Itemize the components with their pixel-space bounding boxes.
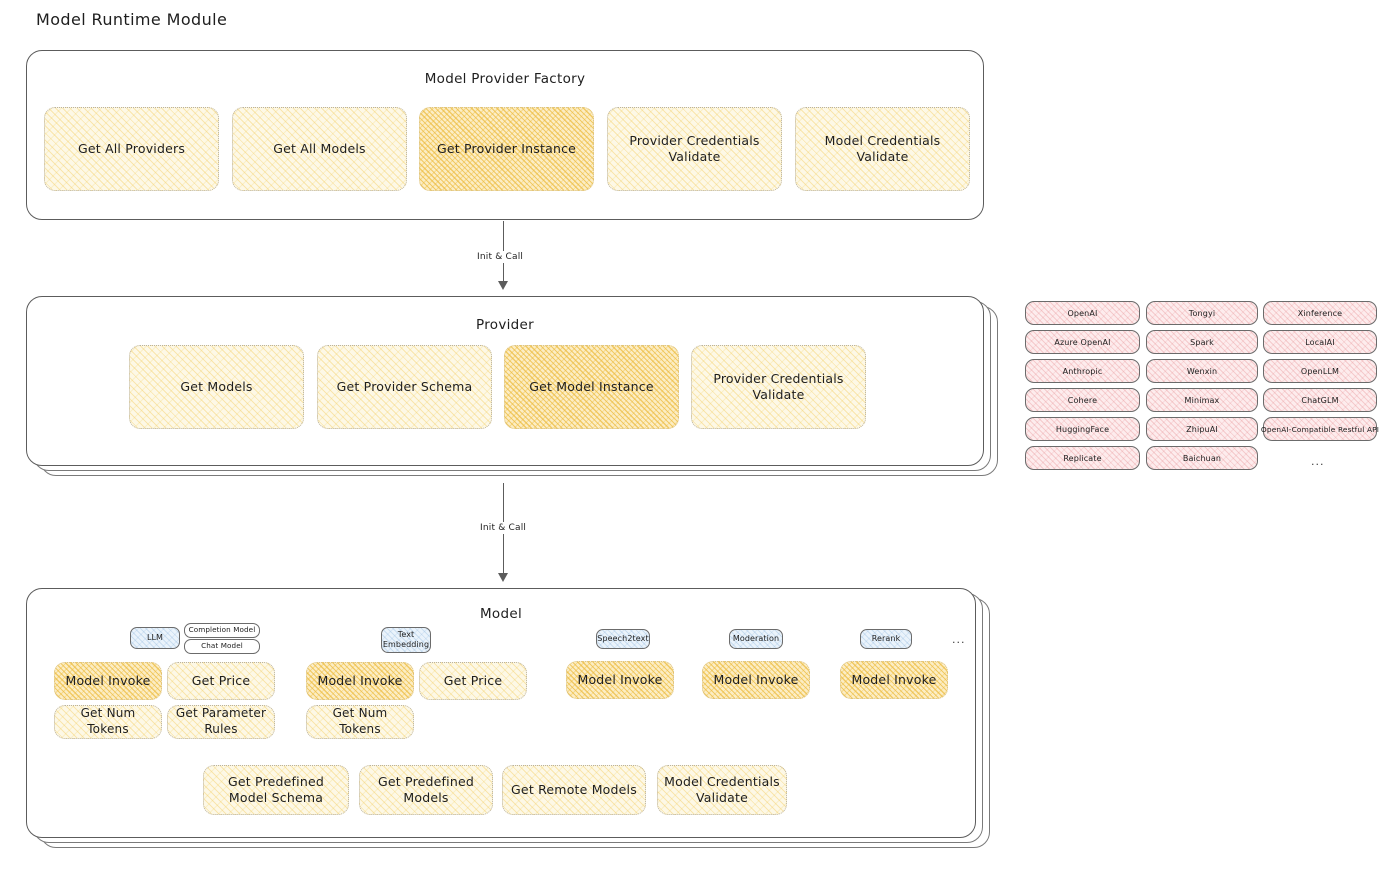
model-type-badge-speech2text[interactable]: Speech2text: [596, 629, 650, 649]
provider-pill-azure-openai[interactable]: Azure OpenAI: [1025, 330, 1140, 354]
arrow-factory-to-provider-head: [498, 281, 508, 290]
moderation-method-model-invoke[interactable]: Model Invoke: [702, 661, 810, 699]
provider-list-more-ellipsis: ...: [1311, 455, 1325, 468]
text-embedding-method-get-num-tokens[interactable]: Get Num Tokens: [306, 705, 414, 739]
speech2text-method-model-invoke[interactable]: Model Invoke: [566, 661, 674, 699]
provider-method-provider-credentials-validate[interactable]: Provider Credentials Validate: [691, 345, 866, 429]
provider-pill-chatglm[interactable]: ChatGLM: [1263, 388, 1377, 412]
factory-method-get-all-providers[interactable]: Get All Providers: [44, 107, 219, 191]
llm-method-get-parameter-rules[interactable]: Get Parameter Rules: [167, 705, 275, 739]
llm-method-get-num-tokens[interactable]: Get Num Tokens: [54, 705, 162, 739]
factory-method-model-credentials-validate[interactable]: Model Credentials Validate: [795, 107, 970, 191]
provider-pill-anthropic[interactable]: Anthropic: [1025, 359, 1140, 383]
model-subtype-badge-chat-model[interactable]: Chat Model: [184, 639, 260, 654]
rerank-method-model-invoke[interactable]: Model Invoke: [840, 661, 948, 699]
model-provider-factory-title: Model Provider Factory: [424, 71, 586, 87]
factory-method-get-all-models[interactable]: Get All Models: [232, 107, 407, 191]
text-embedding-method-get-price[interactable]: Get Price: [419, 662, 527, 700]
provider-pill-xinference[interactable]: Xinference: [1263, 301, 1377, 325]
model-shared-method-model-credentials-validate[interactable]: Model Credentials Validate: [657, 765, 787, 815]
model-type-badge-rerank[interactable]: Rerank: [860, 629, 912, 649]
provider-method-get-model-instance[interactable]: Get Model Instance: [504, 345, 679, 429]
provider-pill-wenxin[interactable]: Wenxin: [1146, 359, 1258, 383]
llm-method-model-invoke[interactable]: Model Invoke: [54, 662, 162, 700]
provider-pill-localai[interactable]: LocalAI: [1263, 330, 1377, 354]
provider-pill-baichuan[interactable]: Baichuan: [1146, 446, 1258, 470]
text-embedding-method-model-invoke[interactable]: Model Invoke: [306, 662, 414, 700]
provider-title: Provider: [476, 317, 534, 333]
llm-method-get-price[interactable]: Get Price: [167, 662, 275, 700]
model-type-badge-moderation[interactable]: Moderation: [729, 629, 783, 649]
arrow-provider-to-model-label: Init & Call: [476, 522, 531, 534]
model-title: Model: [479, 606, 523, 622]
model-type-badge-llm[interactable]: LLM: [130, 627, 180, 649]
provider-pill-openai-compatible-restful-api[interactable]: OpenAI-Compatible Restful API: [1261, 417, 1379, 441]
provider-pill-minimax[interactable]: Minimax: [1146, 388, 1258, 412]
arrow-factory-to-provider-label: Init & Call: [473, 251, 528, 263]
provider-pill-cohere[interactable]: Cohere: [1025, 388, 1140, 412]
provider-pill-tongyi[interactable]: Tongyi: [1146, 301, 1258, 325]
provider-pill-zhipuai[interactable]: ZhipuAI: [1146, 417, 1258, 441]
arrow-provider-to-model-head: [498, 573, 508, 582]
model-shared-method-get-remote-models[interactable]: Get Remote Models: [502, 765, 646, 815]
factory-method-get-provider-instance[interactable]: Get Provider Instance: [419, 107, 594, 191]
provider-pill-spark[interactable]: Spark: [1146, 330, 1258, 354]
provider-method-get-provider-schema[interactable]: Get Provider Schema: [317, 345, 492, 429]
model-type-badge-text-embedding[interactable]: Text Embedding: [381, 627, 431, 653]
model-subtype-badge-completion-model[interactable]: Completion Model: [184, 623, 260, 638]
provider-pill-openllm[interactable]: OpenLLM: [1263, 359, 1377, 383]
factory-method-provider-credentials-validate[interactable]: Provider Credentials Validate: [607, 107, 782, 191]
provider-pill-openai[interactable]: OpenAI: [1025, 301, 1140, 325]
page-title: Model Runtime Module: [36, 10, 228, 29]
model-shared-method-get-predefined-model-schema[interactable]: Get Predefined Model Schema: [203, 765, 349, 815]
model-types-more-ellipsis: ...: [952, 633, 966, 646]
provider-pill-huggingface[interactable]: HuggingFace: [1025, 417, 1140, 441]
provider-pill-replicate[interactable]: Replicate: [1025, 446, 1140, 470]
model-shared-method-get-predefined-models[interactable]: Get Predefined Models: [359, 765, 493, 815]
provider-method-get-models[interactable]: Get Models: [129, 345, 304, 429]
